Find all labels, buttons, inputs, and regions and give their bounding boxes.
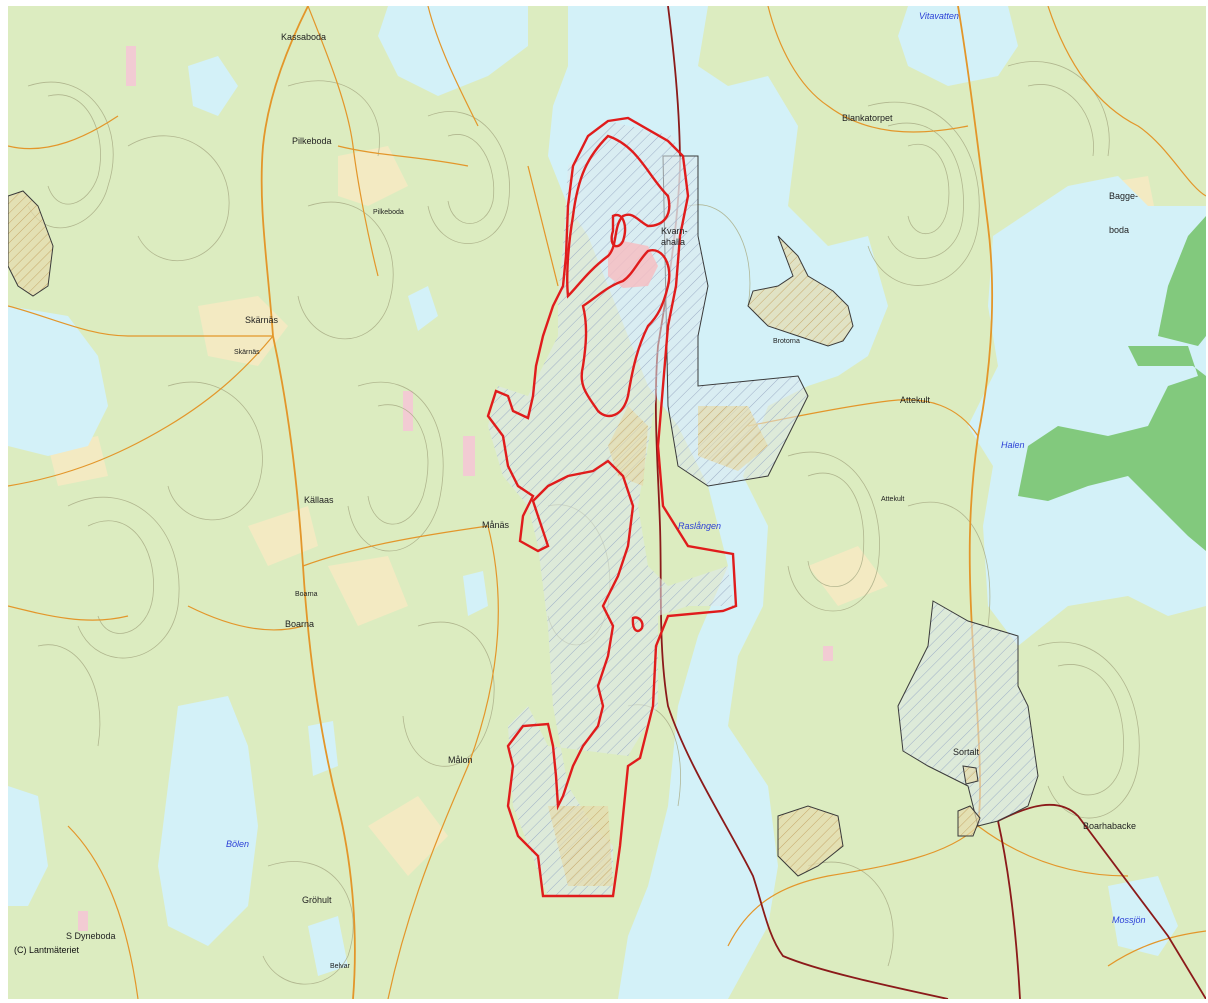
- place-label-blankatorpet: Blankatorpet: [842, 113, 893, 123]
- place-label-kvarnahalla: Kvarn- ahalla: [661, 226, 688, 247]
- place-label-kassaboda: Kassaboda: [281, 32, 327, 42]
- nature-reserve-boundary[interactable]: [486, 116, 738, 898]
- map-view[interactable]: Kassaboda Pilkeboda Pilkeboda Skärnäs Sk…: [8, 6, 1206, 999]
- map-copyright: (C) Lantmäteriet: [14, 945, 80, 955]
- place-label-skarnas-small: Skärnäs: [234, 349, 260, 356]
- place-label-pilkeboda: Pilkeboda: [292, 136, 332, 146]
- place-label-manas: Månäs: [482, 520, 510, 530]
- place-label-brotorna: Brotorna: [773, 338, 800, 345]
- reserve-inner-areas: [488, 121, 768, 896]
- place-label-skarnas: Skärnäs: [245, 315, 279, 325]
- place-label-sortalt: Sortalt: [953, 747, 980, 757]
- place-label-boarna: Boarna: [285, 619, 315, 629]
- place-label-attekulla-small: Attekult: [881, 496, 905, 503]
- water-label-vitavatten: Vitavatten: [919, 11, 959, 21]
- place-label-grohult: Gröhult: [302, 895, 332, 905]
- place-label-attekulla: Attekult: [900, 395, 931, 405]
- place-label-boarna-small: Boarna: [295, 591, 318, 598]
- place-label-boarhabacke: Boarhabacke: [1083, 821, 1137, 831]
- place-label-kallaas: Källaas: [304, 495, 334, 505]
- place-label-malon: Målon: [448, 755, 473, 765]
- water-label-bolen: Bölen: [226, 839, 250, 849]
- water-label-halen: Halen: [1001, 440, 1025, 450]
- place-label-pilkeboda-small: Pilkeboda: [373, 209, 404, 216]
- water-label-raslangen: Raslången: [678, 521, 722, 531]
- place-label-baggeboda: Bagge- boda: [1109, 191, 1139, 235]
- protected-forest: [1018, 216, 1206, 551]
- water-bodies: [8, 6, 1206, 999]
- protected-areas: [8, 155, 1039, 877]
- water-label-mossjon: Mossjön: [1112, 915, 1146, 925]
- place-label-s-dyneboda: S Dyneboda: [66, 931, 116, 941]
- map-canvas[interactable]: [8, 6, 1206, 999]
- place-label-belvar: Belvar: [330, 963, 350, 970]
